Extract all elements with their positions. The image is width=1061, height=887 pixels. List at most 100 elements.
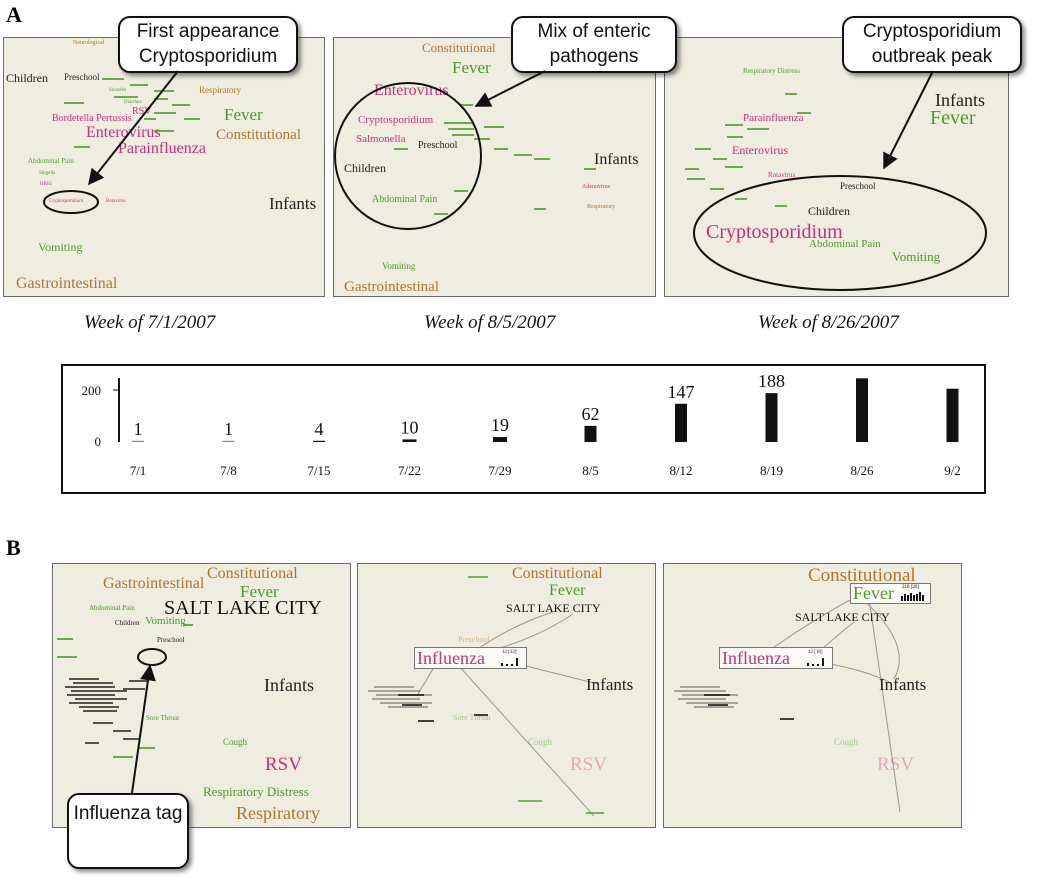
term: Preschool	[418, 140, 458, 151]
term: Neurological	[73, 40, 105, 46]
small-term-cluster	[334, 82, 596, 230]
week-label-8-26: Week of 8/26/2007	[758, 312, 899, 333]
influenza-tag-box[interactable]: Influenza 12 [18]	[719, 647, 833, 669]
term: Gastrointestinal	[344, 279, 439, 295]
data-label: 10	[401, 417, 419, 437]
y-tick-label: 200	[82, 383, 102, 398]
term: Children	[344, 161, 386, 175]
x-tick-label: 7/1	[130, 463, 147, 478]
callout-outbreak-peak: Cryptosporidium outbreak peak	[842, 16, 1022, 73]
data-label: 19	[491, 415, 509, 435]
term: Constitutional	[422, 40, 496, 55]
term: Cough	[223, 737, 248, 747]
data-label: 188	[758, 371, 785, 391]
influenza-tag-box[interactable]: Influenza 12 [12]	[414, 647, 527, 669]
term: Constitutional	[216, 127, 302, 143]
bar	[856, 378, 868, 442]
term: Preschool	[458, 635, 490, 644]
term: RSV	[265, 754, 302, 775]
term: Salmonella	[356, 133, 406, 145]
bar	[584, 425, 597, 442]
term: Abdominal Pain	[89, 604, 135, 612]
term: Infants	[264, 675, 314, 695]
term-fever: Fever	[853, 583, 894, 603]
term: Children	[808, 204, 850, 218]
term: Fever	[240, 582, 279, 601]
term: Infants	[935, 90, 985, 110]
mini-sparkline	[501, 658, 518, 666]
tag-count: 12 [12]	[502, 650, 517, 655]
bar	[402, 439, 417, 442]
fever-tag-box[interactable]: Fever 218 [20]	[850, 583, 931, 604]
data-label: 147	[668, 382, 695, 402]
term: Preschool	[157, 636, 185, 644]
term: Vomiting	[892, 249, 941, 264]
term-influenza: Influenza	[417, 648, 485, 668]
callout-influenza-tag: Influenza tag	[67, 793, 189, 869]
x-tick-label: 8/5	[582, 463, 599, 478]
y-tick-label: 0	[95, 434, 102, 449]
x-tick-label: 8/19	[760, 463, 783, 478]
term: Abdominal Pain	[372, 194, 438, 205]
term: Gastrointestinal	[16, 275, 118, 292]
term: RSV	[570, 754, 607, 775]
term: Infants	[879, 675, 927, 694]
data-label: 1	[134, 419, 143, 439]
term: Rotavirus	[106, 199, 126, 204]
term: SALT LAKE CITY	[164, 597, 322, 619]
tag-count: 218 [20]	[902, 585, 920, 590]
mini-sparkline	[901, 592, 924, 601]
x-tick-label: 7/22	[398, 463, 421, 478]
callout-enteric-mix: Mix of enteric pathogens	[511, 16, 677, 73]
bar	[675, 403, 687, 442]
term: Fever	[224, 105, 263, 124]
term: Vomiting	[382, 261, 416, 271]
callout-first-appearance: First appearance Cryptosporidium	[118, 16, 298, 73]
data-label: 1	[224, 419, 233, 439]
term: SALT LAKE CITY	[795, 610, 890, 624]
term: Respiratory	[199, 85, 241, 95]
mini-sparkline	[807, 658, 824, 666]
term: Constitutional	[808, 565, 916, 586]
tag-cloud-panel-b2: Constitutional Fever SALT LAKE CITY Pres…	[357, 563, 656, 828]
tag-count: 12 [18]	[808, 650, 823, 655]
term: Children	[115, 619, 140, 627]
term: Preschool	[64, 72, 100, 82]
link-lines	[674, 595, 901, 813]
enteric-pathogen-highlight-circle	[334, 82, 482, 230]
term: Fever	[930, 107, 976, 129]
term: Cough	[528, 737, 553, 747]
bar	[493, 437, 507, 442]
term: HRIG	[40, 182, 53, 187]
x-tick-label: 8/12	[669, 463, 692, 478]
term: Sore Throat	[453, 713, 491, 722]
term: Cryptosporidium	[358, 114, 434, 126]
term: Cryptosporidium	[49, 199, 84, 204]
small-term-cluster	[57, 624, 193, 758]
term: Shigella	[39, 171, 56, 176]
section-label-a: A	[6, 2, 22, 27]
term: Respiratory Distress	[743, 67, 800, 75]
term: Fever	[549, 582, 586, 599]
cryptosporidium-highlight-ellipse	[43, 190, 99, 214]
influenza-tag-highlight-ellipse	[137, 648, 167, 666]
term: Abdominal Pain	[28, 157, 74, 165]
term: SALT LAKE CITY	[506, 601, 601, 615]
term: Vomiting	[145, 615, 186, 627]
small-term-cluster	[685, 93, 987, 291]
x-tick-label: 9/2	[944, 463, 961, 478]
tag-cloud-panel-b3: Constitutional Fever 218 [20] SALT LAKE …	[663, 563, 962, 828]
term: Children	[6, 71, 48, 85]
term: Infants	[586, 675, 634, 694]
tag-cloud-panel-b1: Gastrointestinal Constitutional Fever SA…	[52, 563, 351, 828]
term: Infants	[594, 151, 639, 168]
term: Preschool	[840, 181, 876, 191]
week-label-7-1: Week of 7/1/2007	[84, 312, 216, 333]
bar	[765, 393, 778, 442]
term: Respiratory	[587, 204, 615, 210]
term: Enterovirus	[732, 143, 788, 157]
term: Abdominal Pain	[809, 238, 881, 250]
term: Cryptosporidium	[706, 221, 843, 243]
bar	[946, 388, 959, 442]
